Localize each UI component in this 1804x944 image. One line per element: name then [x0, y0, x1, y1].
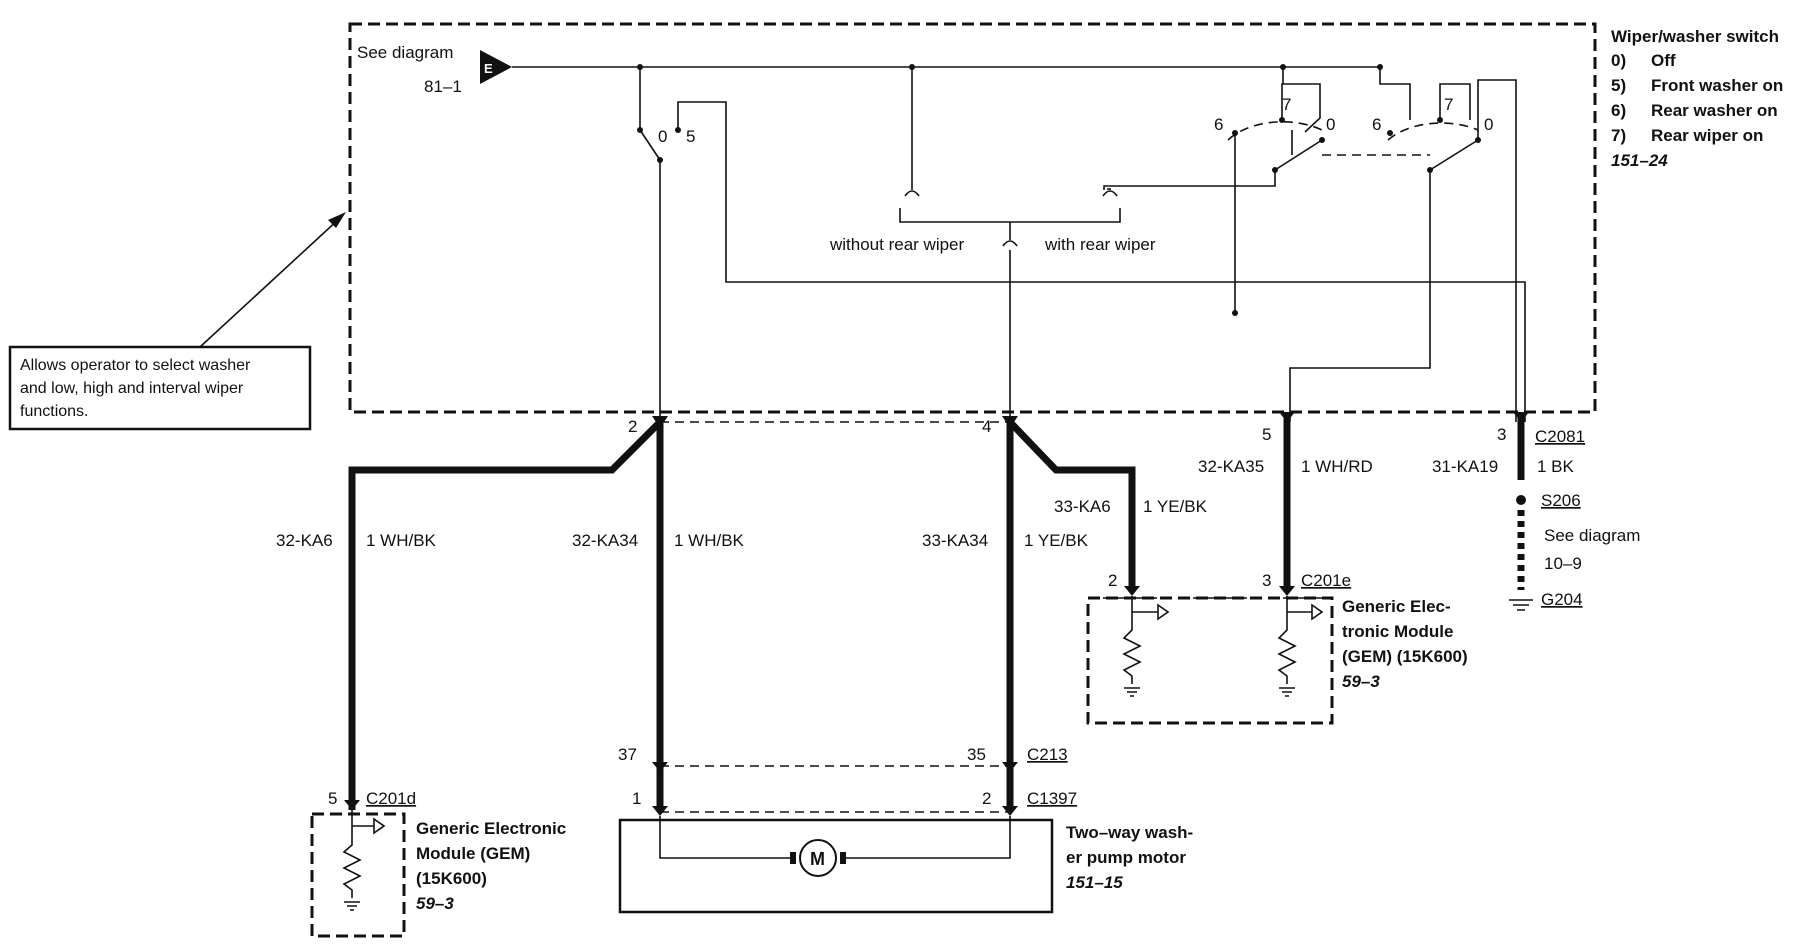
switch-pin-2: 2 — [628, 417, 637, 436]
sw-a-0: 0 — [1326, 115, 1335, 134]
svg-text:Module (GEM): Module (GEM) — [416, 844, 530, 863]
svg-text:0): 0) — [1611, 51, 1626, 70]
switch-pin-4: 4 — [982, 417, 991, 436]
svg-text:Off: Off — [1651, 51, 1676, 70]
svg-text:Rear wiper on: Rear wiper on — [1651, 126, 1763, 145]
svg-text:59–3: 59–3 — [416, 894, 454, 913]
sw-b-7: 7 — [1444, 95, 1453, 114]
wire-33-ka6 — [1007, 419, 1136, 592]
washer-pump-motor: 1 2 C1397 M Two–way wash- er pump motor … — [618, 789, 1193, 914]
svg-text:32-KA35: 32-KA35 — [1198, 457, 1264, 476]
front-washer-switch: 0 5 — [637, 67, 1526, 422]
c201d-label: C201d — [366, 789, 416, 808]
gem-right: 2 3 C201e Generic Elec- tronic Module (G… — [1086, 571, 1468, 725]
ground-g204-icon — [1509, 599, 1533, 611]
contact-5: 5 — [686, 127, 695, 146]
see-diagram-ref: 81–1 — [424, 77, 462, 96]
svg-text:35: 35 — [967, 745, 986, 764]
svg-text:1 WH/BK: 1 WH/BK — [366, 531, 437, 550]
switch-housing — [348, 22, 1597, 414]
connector-e: E — [480, 50, 512, 84]
svg-text:1 WH/BK: 1 WH/BK — [674, 531, 745, 550]
svg-text:59–3: 59–3 — [1342, 672, 1380, 691]
svg-text:3: 3 — [1262, 571, 1271, 590]
svg-text:37: 37 — [618, 745, 637, 764]
contact-0: 0 — [658, 127, 667, 146]
svg-text:1 BK: 1 BK — [1537, 457, 1575, 476]
sw-a-7: 7 — [1282, 95, 1291, 114]
svg-text:10–9: 10–9 — [1544, 554, 1582, 573]
svg-text:and low, high and interval wip: and low, high and interval wiper — [20, 380, 244, 397]
svg-text:tronic Module: tronic Module — [1342, 622, 1453, 641]
c2081-label: C2081 — [1535, 427, 1585, 446]
svg-text:See diagram: See diagram — [1544, 526, 1640, 545]
see-diagram-label: See diagram — [357, 43, 453, 62]
switch-pin-3: 3 — [1497, 425, 1506, 444]
callout-box: Allows operator to select washer and low… — [8, 212, 346, 431]
svg-text:151–15: 151–15 — [1066, 873, 1123, 892]
svg-text:Generic Elec-: Generic Elec- — [1342, 597, 1451, 616]
c201e-label: C201e — [1301, 571, 1351, 590]
svg-text:7): 7) — [1611, 126, 1626, 145]
svg-text:32-KA34: 32-KA34 — [572, 531, 638, 550]
c201d-pin: 5 — [328, 789, 337, 808]
svg-text:Front washer on: Front washer on — [1651, 76, 1783, 95]
rotary-switch-b: 6 7 0 — [1289, 67, 1517, 422]
motor-icon — [799, 839, 837, 877]
svg-text:33-KA34: 33-KA34 — [922, 531, 988, 550]
svg-text:1 YE/BK: 1 YE/BK — [1143, 497, 1208, 516]
svg-text:5): 5) — [1611, 76, 1626, 95]
sw-b-0: 0 — [1484, 115, 1493, 134]
connector-c213: 37 35 C213 — [618, 745, 1068, 772]
without-rear-label: without rear wiper — [829, 235, 965, 254]
rotary-switch-a: 6 7 0 — [1103, 67, 1335, 316]
gem-left: 5 C201d Generic Electronic Module (GEM) … — [310, 789, 566, 938]
svg-text:32-KA6: 32-KA6 — [276, 531, 333, 550]
wire-32-ka6-left — [348, 419, 663, 810]
switch-ref: 151–24 — [1611, 151, 1668, 170]
svg-text:1: 1 — [632, 789, 641, 808]
svg-text:1 YE/BK: 1 YE/BK — [1024, 531, 1089, 550]
svg-text:functions.: functions. — [20, 403, 88, 420]
svg-text:Allows operator to select wash: Allows operator to select washer — [20, 357, 251, 374]
c213-label: C213 — [1027, 745, 1068, 764]
switch-pin-5: 5 — [1262, 425, 1271, 444]
svg-text:6): 6) — [1611, 101, 1626, 120]
svg-text:er pump motor: er pump motor — [1066, 848, 1186, 867]
rear-wiper-option-link: without rear wiper with rear wiper — [829, 67, 1293, 422]
svg-text:2: 2 — [982, 789, 991, 808]
switch-title: Wiper/washer switch — [1611, 27, 1779, 46]
svg-text:Two–way wash-: Two–way wash- — [1066, 823, 1193, 842]
with-rear-label: with rear wiper — [1044, 235, 1156, 254]
svg-text:2: 2 — [1108, 571, 1117, 590]
g204-label: G204 — [1541, 590, 1583, 609]
s206-label: S206 — [1541, 491, 1581, 510]
svg-text:(GEM) (15K600): (GEM) (15K600) — [1342, 647, 1468, 666]
switch-legend: Wiper/washer switch 0) Off 5) Front wash… — [1611, 27, 1783, 170]
svg-text:Rear washer on: Rear washer on — [1651, 101, 1778, 120]
svg-text:33-KA6: 33-KA6 — [1054, 497, 1111, 516]
motor-letter: M — [810, 849, 825, 869]
svg-text:1 WH/RD: 1 WH/RD — [1301, 457, 1373, 476]
svg-text:(15K600): (15K600) — [416, 869, 487, 888]
svg-text:Generic Electronic: Generic Electronic — [416, 819, 566, 838]
sw-a-6: 6 — [1214, 115, 1223, 134]
sw-b-6: 6 — [1372, 115, 1381, 134]
c1397-label: C1397 — [1027, 789, 1077, 808]
connector-e-letter: E — [484, 61, 493, 76]
svg-text:31-KA19: 31-KA19 — [1432, 457, 1498, 476]
